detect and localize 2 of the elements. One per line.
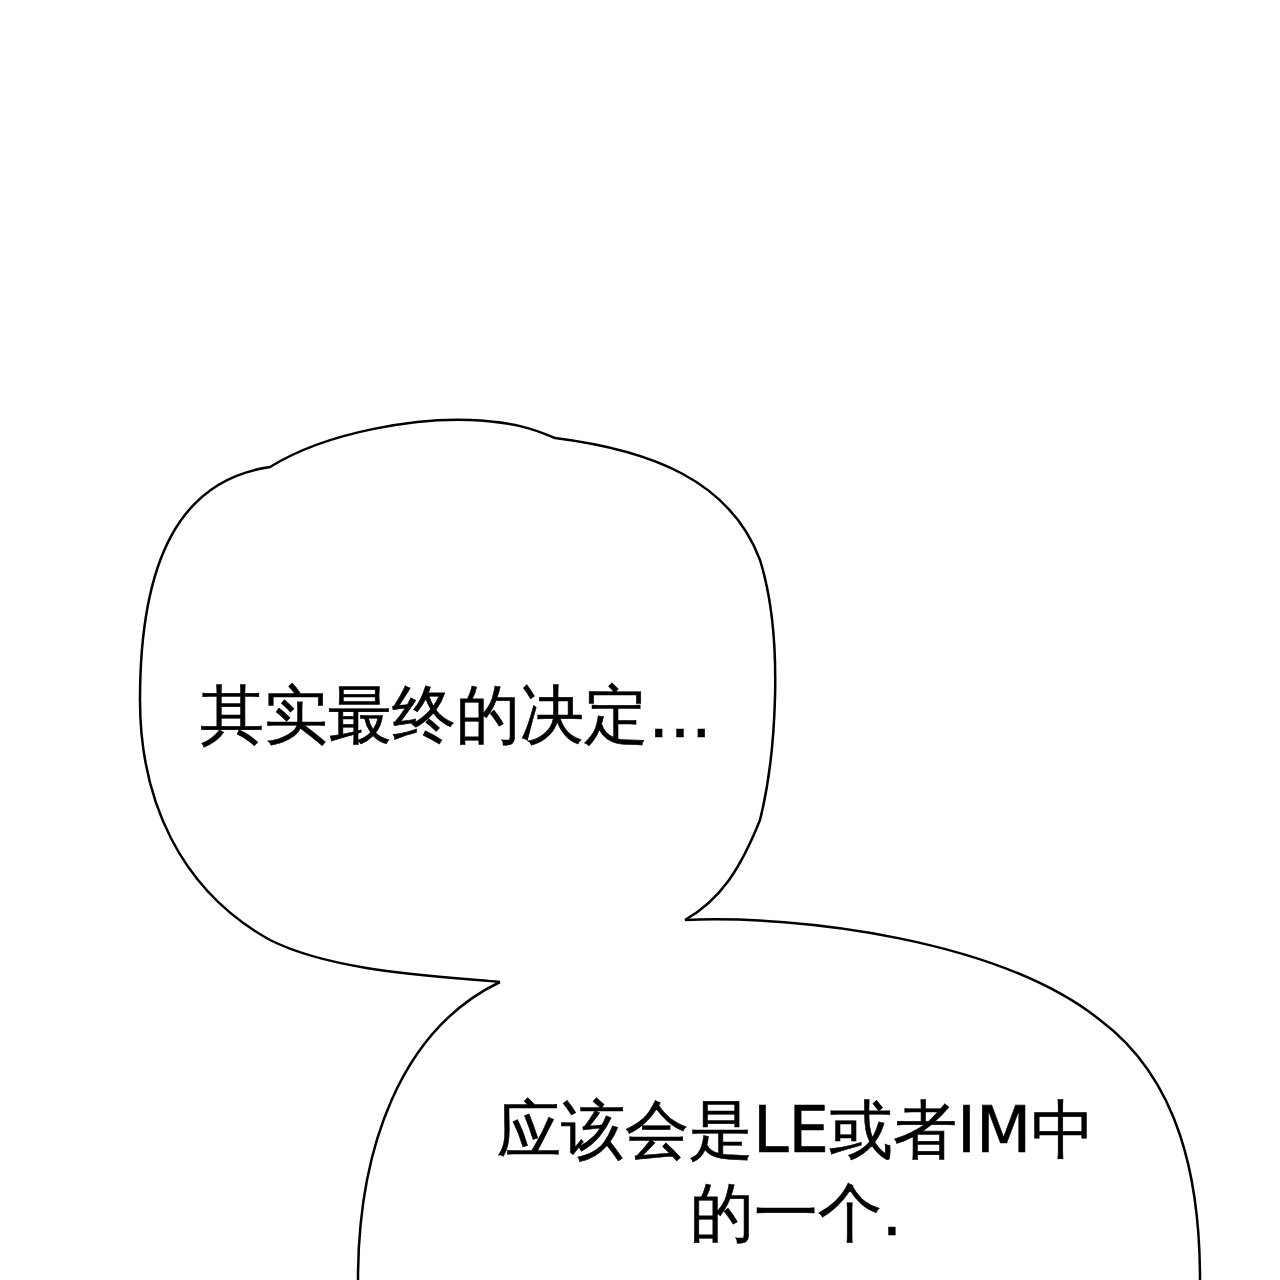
dialogue-text: 其实最终的决定… (199, 677, 713, 754)
dialogue-text: 应该会是LE或者IM中的一个. (495, 1092, 1097, 1253)
